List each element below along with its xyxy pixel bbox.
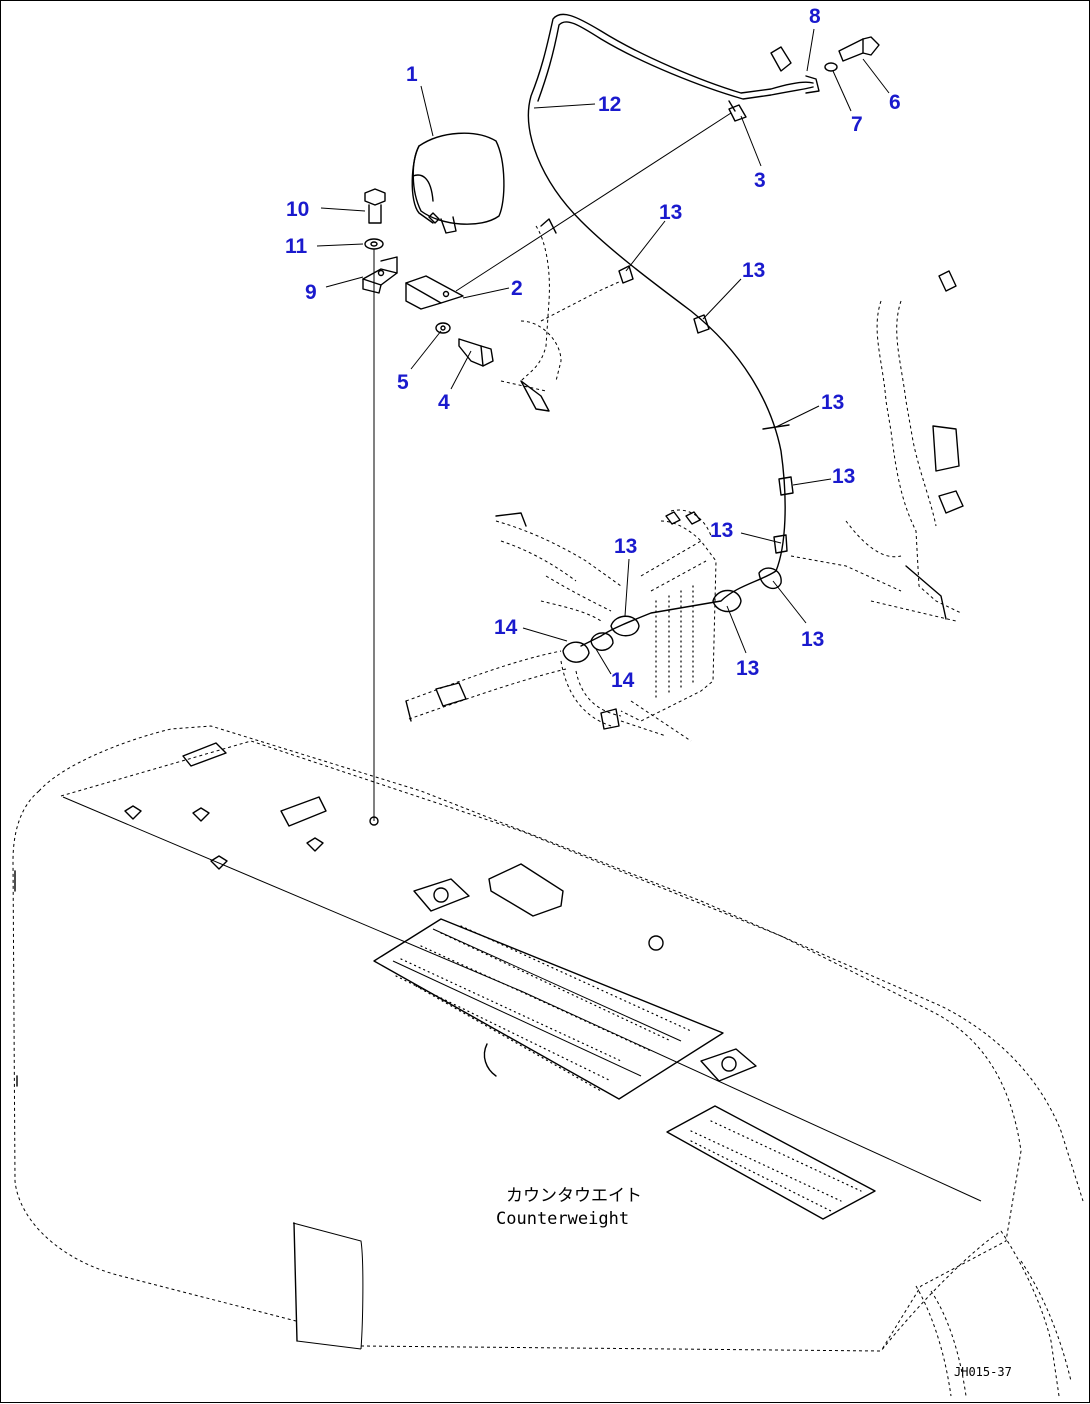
- callout-7: 7: [851, 113, 863, 136]
- callout-9: 9: [305, 281, 317, 304]
- callout-13d: 13: [832, 465, 855, 488]
- callout-12: 12: [598, 93, 621, 116]
- counterweight: [12, 725, 1084, 1397]
- work-lamp: [411, 132, 505, 234]
- callout-13h: 13: [736, 657, 759, 680]
- background-structure: [405, 218, 964, 742]
- wiring-harness: [527, 13, 820, 663]
- callout-3: 3: [754, 169, 766, 192]
- callout-13e: 13: [710, 519, 733, 542]
- counterweight-label-en: Counterweight: [496, 1209, 629, 1229]
- callout-1: 1: [406, 63, 418, 86]
- callout-13f: 13: [614, 535, 637, 558]
- mount-holes: [124, 742, 379, 870]
- callout-14b: 14: [611, 669, 635, 692]
- callout-14a: 14: [494, 616, 518, 639]
- small-step-plate: [666, 1105, 876, 1220]
- counterweight-label-jp: カウンタウエイト: [506, 1186, 642, 1206]
- callout-13b: 13: [742, 259, 765, 282]
- callout-11: 11: [285, 235, 308, 258]
- callout-10: 10: [286, 198, 309, 221]
- callout-13a: 13: [659, 201, 682, 224]
- callout-6: 6: [889, 91, 901, 114]
- step-plate: [373, 918, 724, 1100]
- callout-2: 2: [511, 277, 523, 300]
- callout-5: 5: [397, 371, 409, 394]
- callout-13g: 13: [801, 628, 824, 651]
- callout-labels: 1 2 3 4 5 6 7 8 9 10 11 12 13 13 13 13 1…: [285, 5, 901, 692]
- leader-lines: [316, 28, 890, 675]
- drawing-code: JH015-37: [954, 1365, 1012, 1379]
- callout-8: 8: [809, 5, 821, 28]
- callout-4: 4: [438, 391, 450, 414]
- hardware: [362, 36, 880, 821]
- callout-13c: 13: [821, 391, 844, 414]
